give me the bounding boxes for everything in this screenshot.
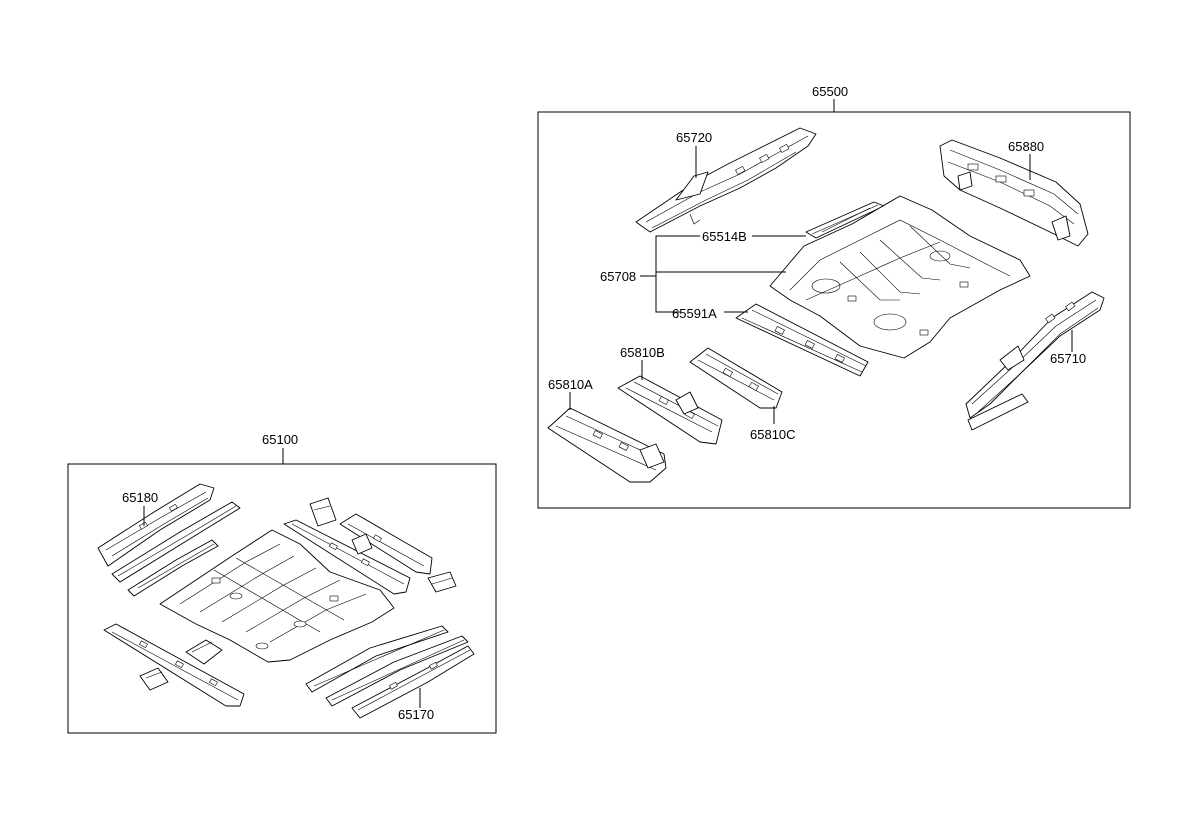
part-side-rail-left-small[interactable]: [127, 539, 219, 597]
part-reinforcement-square[interactable]: [185, 639, 223, 665]
part-65170-side-sill[interactable]: [351, 645, 475, 719]
part-side-sill-lower-right-b[interactable]: [325, 635, 469, 707]
group-65500-label: 65500: [812, 84, 848, 99]
label-65810A: 65810A: [548, 377, 593, 392]
part-side-member-lower-left[interactable]: [103, 623, 245, 707]
part-reinforcement-small[interactable]: [139, 667, 169, 691]
group-65100-label: 65100: [262, 432, 298, 447]
label-65170: 65170: [398, 707, 434, 722]
group-65100-frame: [67, 463, 497, 734]
part-65810A-member[interactable]: [547, 407, 667, 483]
group-65500: 65500 65720 65880: [537, 84, 1131, 509]
label-65710: 65710: [1050, 351, 1086, 366]
part-65720-rear-side-member[interactable]: [635, 127, 817, 233]
part-65810C-member[interactable]: [689, 347, 783, 409]
group-65100: 65100 65180: [67, 432, 497, 734]
leader-65708-bracket: [655, 235, 700, 313]
label-65514B: 65514B: [702, 229, 747, 244]
part-65591A-cross-member[interactable]: [735, 303, 869, 377]
label-65880: 65880: [1008, 139, 1044, 154]
part-65180-side-member[interactable]: [97, 483, 215, 567]
part-65710-rear-side-member[interactable]: [965, 291, 1105, 431]
label-65708: 65708: [600, 269, 636, 284]
part-cross-member-upper[interactable]: [283, 519, 411, 595]
part-65880-rear-panel[interactable]: [939, 139, 1089, 247]
part-side-sill-inner-left[interactable]: [111, 501, 241, 583]
label-65810C: 65810C: [750, 427, 796, 442]
part-seat-cross-member[interactable]: [339, 513, 433, 575]
label-65810B: 65810B: [620, 345, 665, 360]
label-65591A: 65591A: [672, 306, 717, 321]
part-front-floor-panel[interactable]: [159, 529, 395, 663]
label-65720: 65720: [676, 130, 712, 145]
part-65708-rear-floor-panel[interactable]: [769, 195, 1031, 359]
part-side-sill-lower-right-a[interactable]: [305, 625, 449, 693]
label-65180: 65180: [122, 490, 158, 505]
part-bracket-right[interactable]: [427, 571, 457, 593]
part-65810B-member[interactable]: [617, 375, 723, 445]
part-bracket-upper[interactable]: [309, 497, 337, 527]
